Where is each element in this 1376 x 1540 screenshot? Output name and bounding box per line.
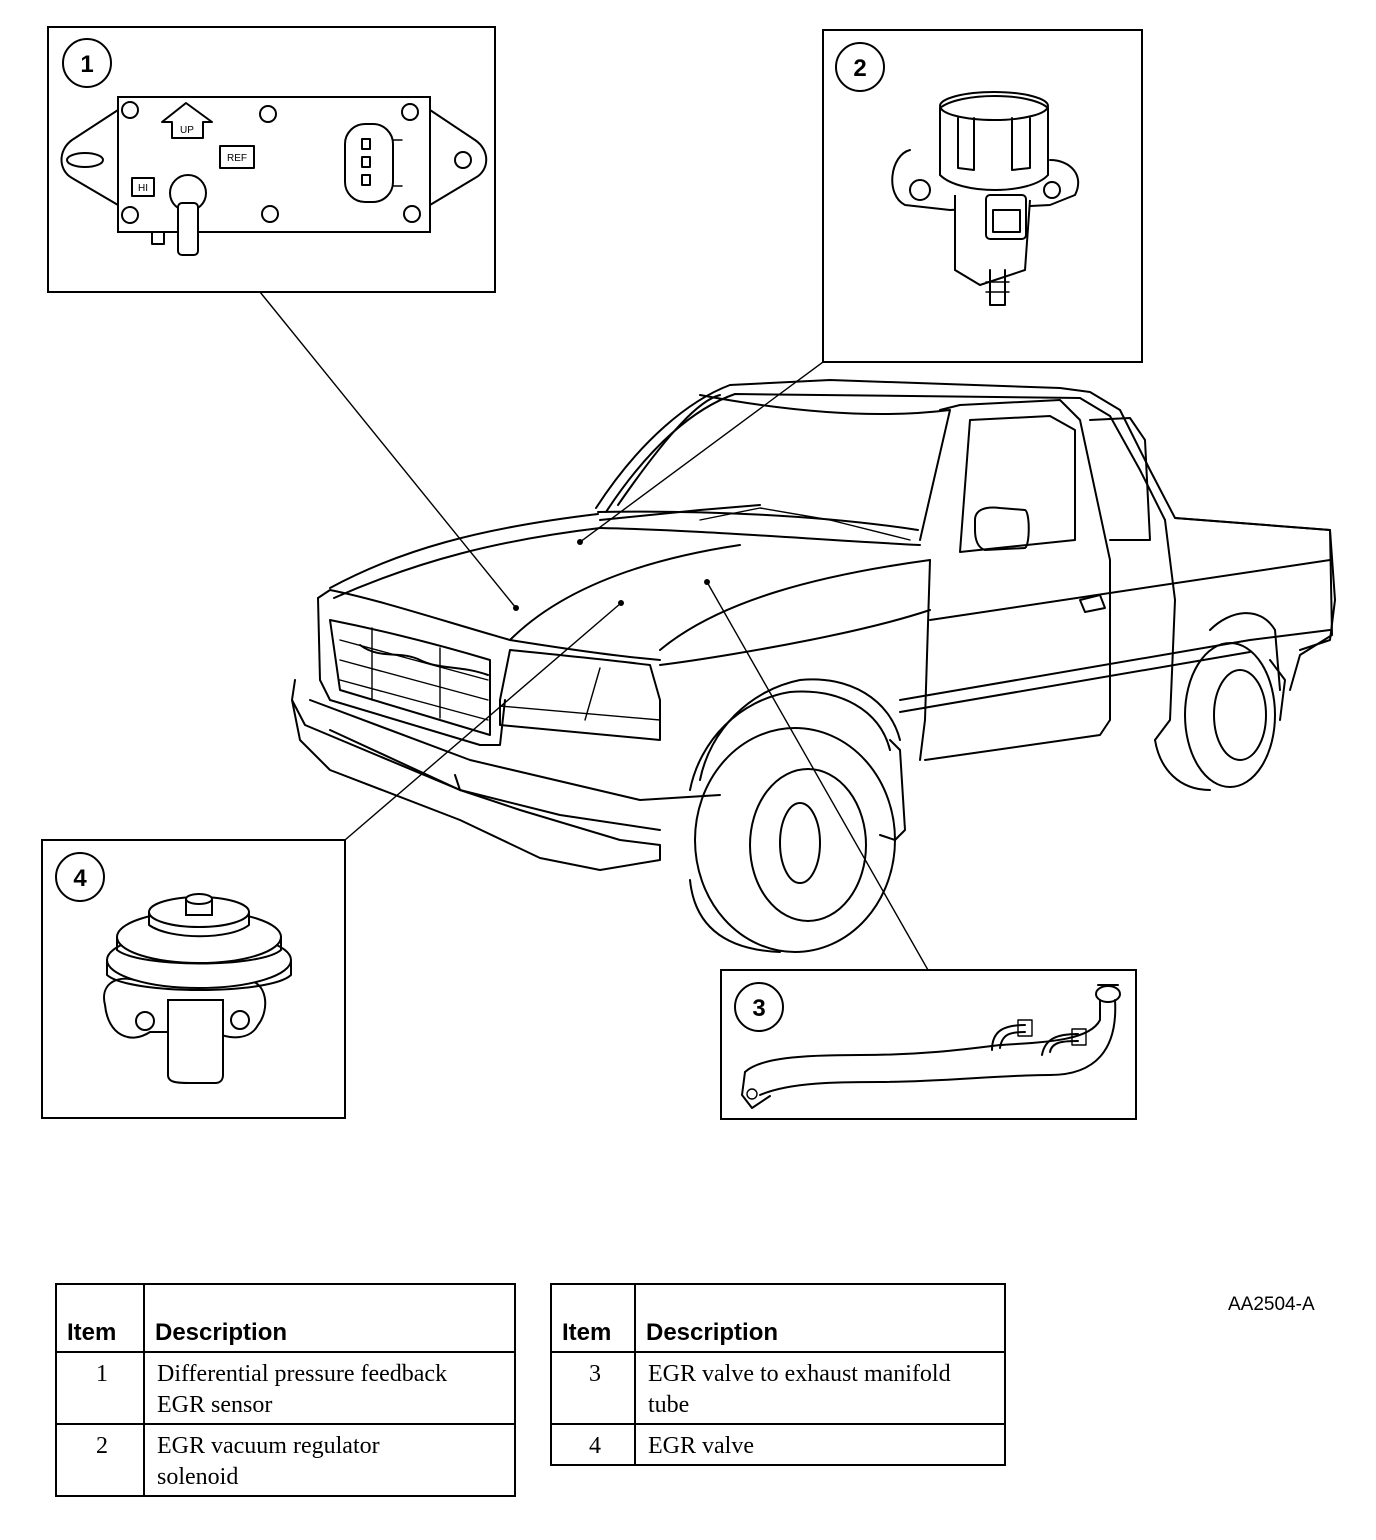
callout-number: 4 (73, 865, 87, 892)
callout-1-egr-sensor: 1 UP REF HI (47, 26, 496, 293)
description-header: Description (634, 1283, 1006, 1353)
table-row: 1 Differential pressure feedback EGR sen… (55, 1351, 516, 1425)
description-line: EGR vacuum regulator (157, 1433, 380, 1459)
leader-lines (259, 291, 929, 971)
table-row: 3 EGR valve to exhaust manifold tube (550, 1351, 1006, 1425)
description-header: Description (143, 1283, 516, 1353)
callout-number: 3 (752, 995, 765, 1022)
item-description: EGR vacuum regulator solenoid (143, 1423, 516, 1497)
up-label: UP (180, 125, 194, 136)
table-row: 2 EGR vacuum regulator solenoid (55, 1423, 516, 1497)
item-description: EGR valve to exhaust manifold tube (634, 1351, 1006, 1425)
table-header-row: Item Description (55, 1283, 516, 1353)
description-line: EGR valve (648, 1433, 754, 1459)
callout-number: 1 (80, 51, 93, 78)
hi-label: HI (138, 183, 148, 194)
callout-3-exhaust-manifold-tube: 3 (720, 969, 1137, 1120)
legend-table-1: Item Description 1 Differential pressure… (55, 1283, 516, 1497)
description-line: solenoid (157, 1464, 239, 1490)
ref-label: REF (227, 153, 247, 164)
pickup-truck-drawing (291, 379, 1336, 953)
description-line: tube (648, 1392, 690, 1418)
description-line: EGR sensor (157, 1392, 273, 1418)
description-line: Differential pressure feedback (157, 1361, 448, 1387)
callout-2-vacuum-regulator-solenoid: 2 (822, 29, 1143, 363)
figure-id: AA2504-A (1228, 1294, 1315, 1315)
legend-table-2: Item Description 3 EGR valve to exhaust … (550, 1283, 1006, 1466)
description-line: EGR valve to exhaust manifold (648, 1361, 951, 1387)
item-number: 3 (550, 1351, 636, 1425)
item-header: Item (550, 1283, 636, 1353)
item-description: EGR valve (634, 1423, 1006, 1466)
table-row: 4 EGR valve (550, 1423, 1006, 1466)
item-number: 2 (55, 1423, 145, 1497)
item-description: Differential pressure feedback EGR senso… (143, 1351, 516, 1425)
item-number: 4 (550, 1423, 636, 1466)
item-header: Item (55, 1283, 145, 1353)
callout-4-egr-valve: 4 (41, 839, 346, 1119)
item-number: 1 (55, 1351, 145, 1425)
table-header-row: Item Description (550, 1283, 1006, 1353)
callout-number: 2 (853, 55, 866, 82)
